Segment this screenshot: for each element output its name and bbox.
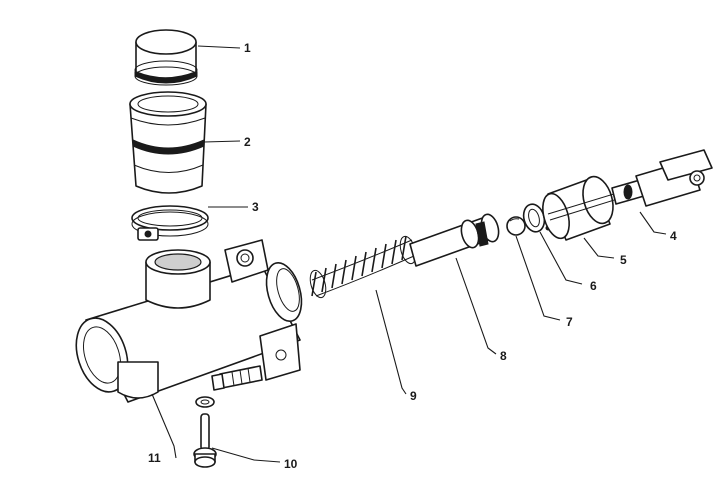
callout-labels: 1 2 3 4 5 6 7 8 9 10 11 [148,41,677,471]
part-8-piston [409,213,500,267]
part-10-bleed-screw [193,396,217,468]
callout-1: 1 [244,41,251,55]
callout-2: 2 [244,135,251,149]
callout-5: 5 [620,253,627,267]
callout-7: 7 [566,315,573,329]
callout-9: 9 [410,389,417,403]
callout-3: 3 [252,200,259,214]
callout-10: 10 [284,457,298,471]
part-11-cylinder-body [75,239,303,403]
callout-11: 11 [148,451,161,465]
callout-4: 4 [670,229,677,243]
mounting-bolt [211,365,263,391]
part-2-reservoir [129,91,207,194]
callout-6: 6 [590,279,597,293]
part-5-dust-boot [542,175,641,241]
part-3-hose-clamp [131,205,209,241]
part-9-spring [309,235,417,299]
part-4-clevis [611,149,713,207]
callout-8: 8 [500,349,507,363]
part-7-ball-end [506,216,526,236]
part-1-reservoir-cap [134,29,198,86]
leader-lines [151,45,667,463]
